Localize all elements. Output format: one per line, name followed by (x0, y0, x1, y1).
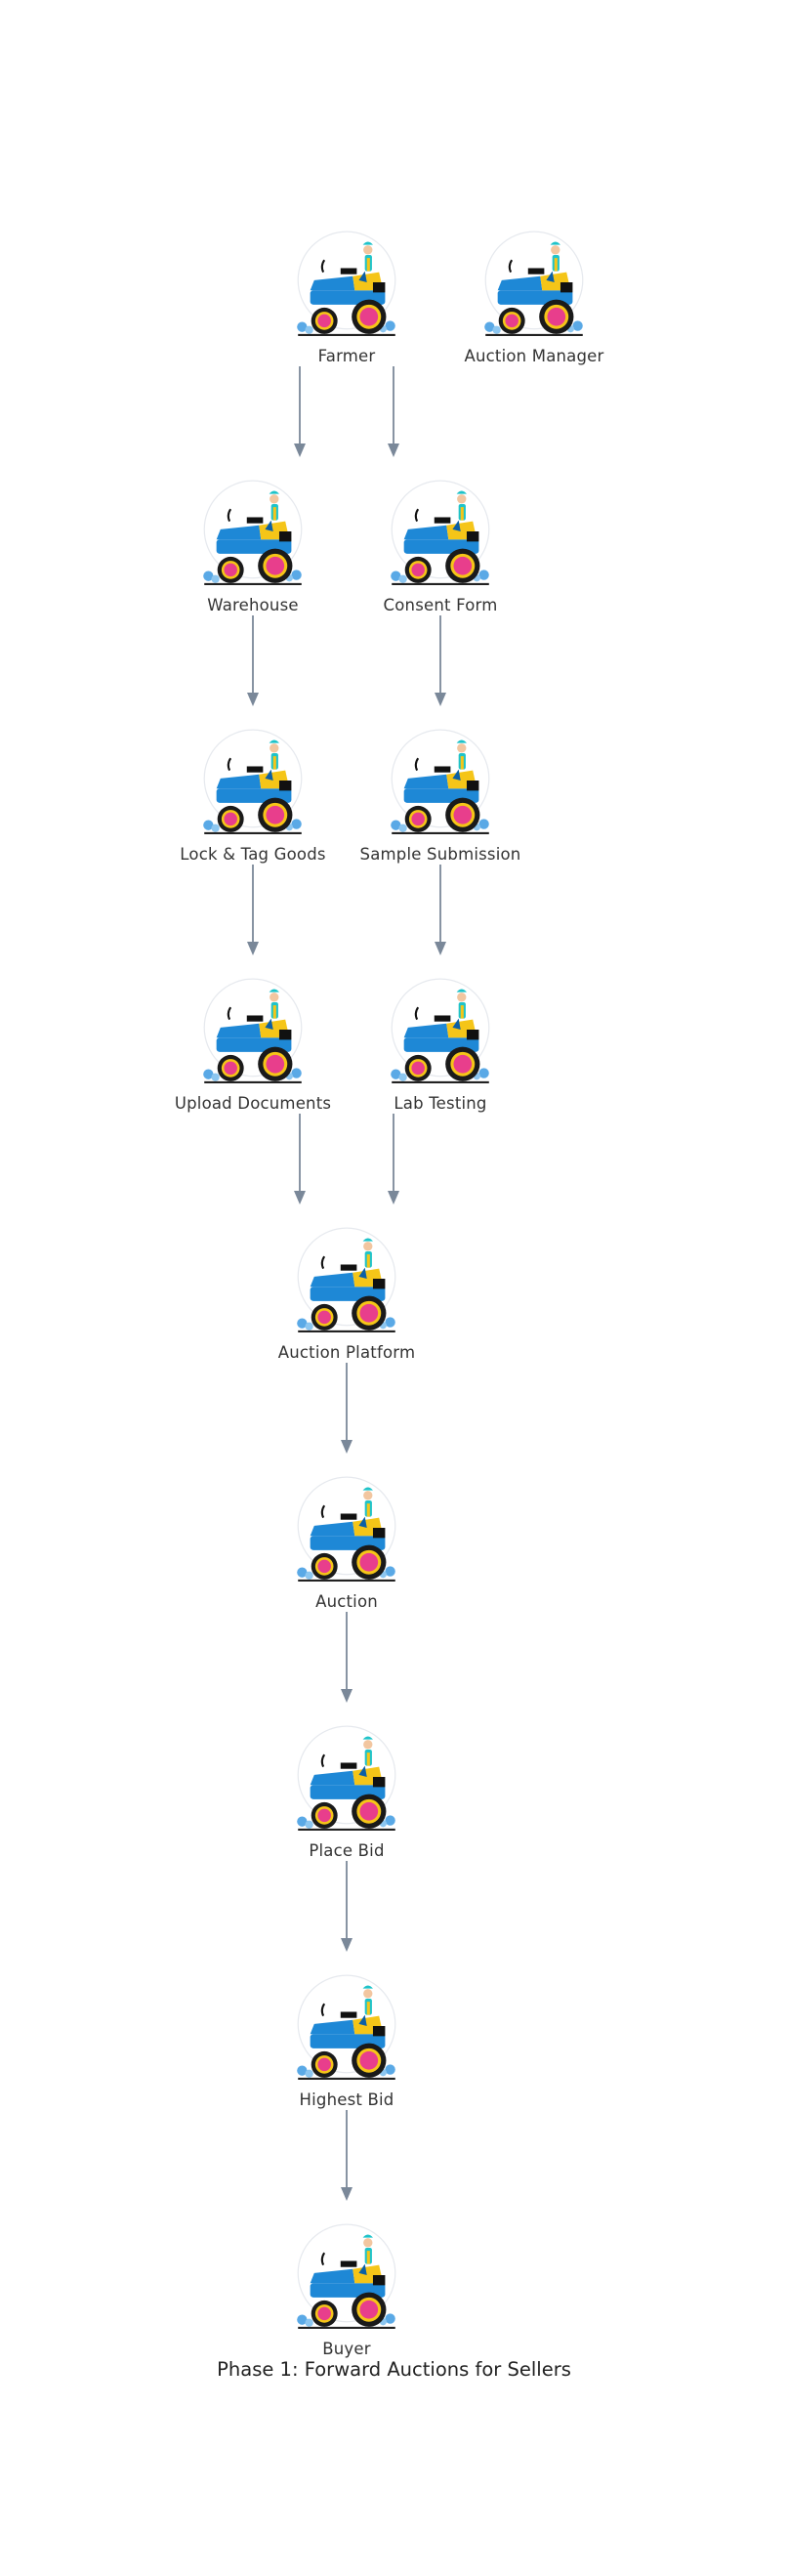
node-label: Farmer (317, 347, 376, 365)
arrowhead (341, 1440, 353, 1454)
arrowhead (341, 2187, 353, 2201)
arrowhead (341, 1938, 353, 1952)
arrowhead (435, 693, 446, 706)
tractor-with-farmer-icon (483, 228, 585, 337)
node-consent-form: Consent Form (348, 477, 533, 643)
arrowhead (294, 1191, 306, 1204)
node-label: Sample Submission (359, 845, 521, 864)
tractor-with-farmer-icon (296, 1473, 397, 1583)
tractor-with-farmer-icon (296, 1224, 397, 1333)
tractor-with-farmer-icon (202, 975, 304, 1084)
tractor-with-farmer-icon (296, 228, 397, 337)
node-lock-tag-goods: Lock & Tag Goods (160, 726, 346, 892)
tractor-with-farmer-icon (390, 477, 491, 586)
tractor-with-farmer-icon (390, 726, 491, 835)
node-sample-submission: Sample Submission (348, 726, 533, 892)
tractor-with-farmer-icon (202, 477, 304, 586)
node-label: Consent Form (383, 596, 498, 614)
diagram-caption: Phase 1: Forward Auctions for Sellers (217, 2358, 571, 2381)
node-farmer: Farmer (254, 228, 439, 394)
node-auction-platform: Auction Platform (254, 1224, 439, 1390)
tractor-with-farmer-icon (296, 1722, 397, 1832)
arrowhead (294, 443, 306, 457)
tractor-with-farmer-icon (296, 2220, 397, 2330)
node-label: Place Bid (309, 1841, 385, 1860)
node-label: Lock & Tag Goods (180, 845, 326, 864)
node-label: Auction Platform (277, 1343, 416, 1362)
node-label: Auction (315, 1592, 378, 1611)
node-upload-documents: Upload Documents (160, 975, 346, 1141)
node-highest-bid: Highest Bid (254, 1971, 439, 2137)
arrowhead (247, 693, 259, 706)
arrowhead (247, 942, 259, 955)
node-label: Auction Manager (464, 347, 604, 365)
arrowhead (388, 1191, 399, 1204)
node-auction: Auction (254, 1473, 439, 1639)
tractor-with-farmer-icon (202, 726, 304, 835)
node-lab-testing: Lab Testing (348, 975, 533, 1141)
node-label: Buyer (322, 2340, 371, 2358)
arrowhead (435, 942, 446, 955)
arrowhead (341, 1689, 353, 1703)
node-label: Highest Bid (299, 2090, 394, 2109)
node-warehouse: Warehouse (160, 477, 346, 643)
node-label: Warehouse (207, 596, 299, 614)
node-label: Upload Documents (174, 1094, 332, 1113)
node-label: Lab Testing (394, 1094, 487, 1113)
tractor-with-farmer-icon (390, 975, 491, 1084)
node-place-bid: Place Bid (254, 1722, 439, 1888)
node-auction-manager: Auction Manager (441, 228, 627, 394)
tractor-with-farmer-icon (296, 1971, 397, 2081)
arrowhead (388, 443, 399, 457)
node-buyer: Buyer (254, 2220, 439, 2386)
